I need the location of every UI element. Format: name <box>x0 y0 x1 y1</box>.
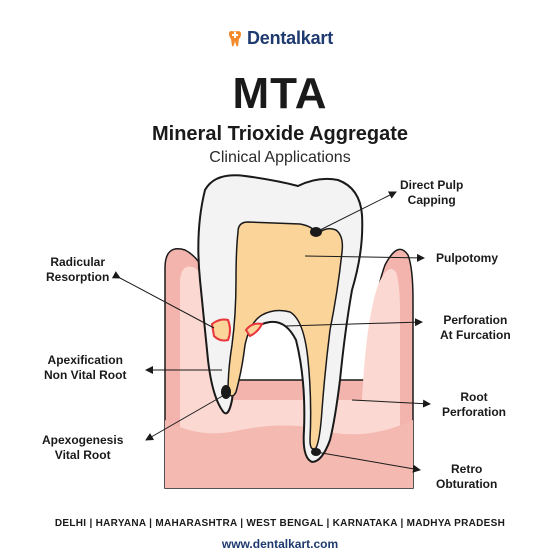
arrow-root-perforation <box>351 399 431 408</box>
arrow-furcation <box>285 318 423 327</box>
arrow-pulpotomy <box>304 253 425 262</box>
arrow-radicular <box>111 271 215 329</box>
footer-locations: DELHI | HARYANA | MAHARASHTRA | WEST BEN… <box>54 518 506 529</box>
brand-logo: Dentalkart <box>0 28 560 49</box>
label-apexogenesis: Apexogenesis Vital Root <box>42 433 124 462</box>
page-subtitle: Mineral Trioxide Aggregate <box>152 123 408 145</box>
label-perforation-furcation: Perforation At Furcation <box>440 313 511 342</box>
label-pulpotomy: Pulpotomy <box>436 251 498 265</box>
footer-website-link[interactable]: www.dentalkart.com <box>221 537 339 551</box>
arrow-direct-pulp <box>315 191 397 233</box>
label-root-perforation: Root Perforation <box>442 390 507 419</box>
label-direct-pulp-capping: Direct Pulp Capping <box>400 178 464 207</box>
bone-base <box>165 420 413 488</box>
brand-name: Dentalkart <box>246 28 334 48</box>
arrow-retro <box>315 451 421 473</box>
label-apexification: Apexification Non Vital Root <box>44 353 127 382</box>
arrow-apexogenesis <box>145 393 227 441</box>
label-radicular-resorption: Radicular Resorption <box>46 255 110 284</box>
furcation-perforation <box>244 322 264 338</box>
page-title: MTA <box>232 69 328 118</box>
mta-apexification <box>221 385 231 399</box>
tooth-logo-icon <box>228 30 241 46</box>
page-subtitle-secondary: Clinical Applications <box>209 149 351 166</box>
resorption-area <box>210 318 231 342</box>
label-retro-obturation: Retro Obturation <box>436 462 498 491</box>
